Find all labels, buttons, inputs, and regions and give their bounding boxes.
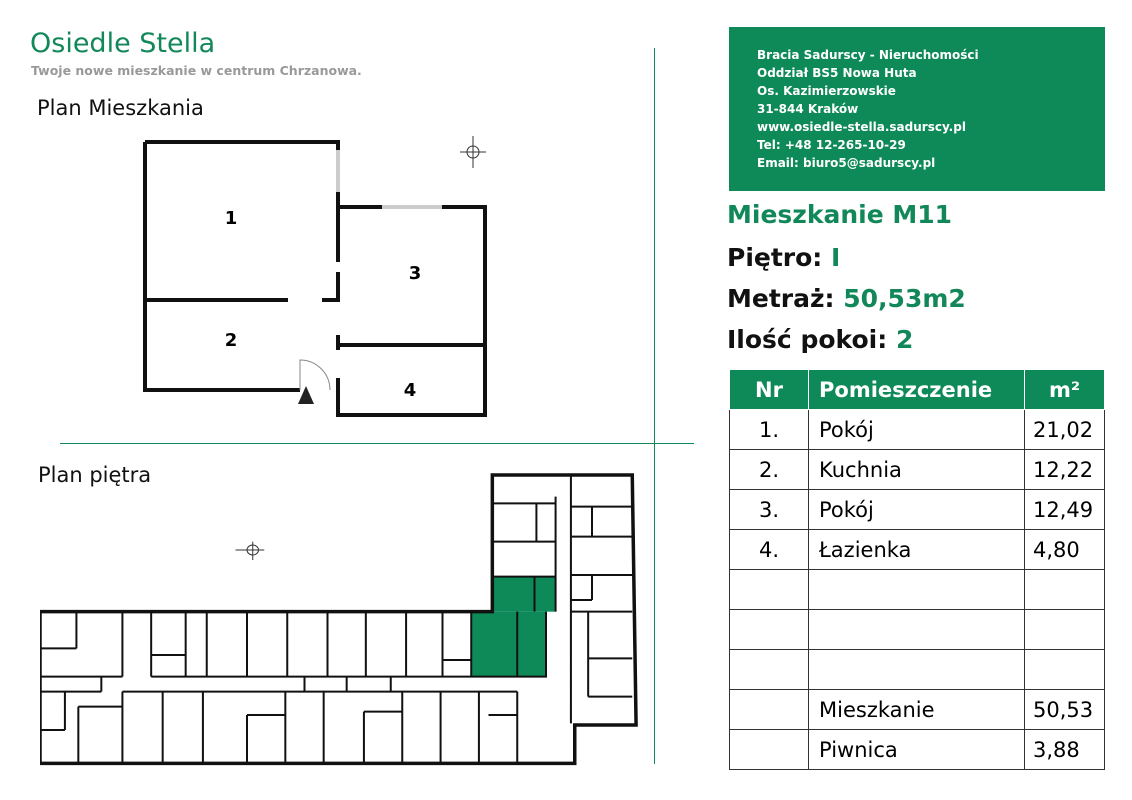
cell-nr [729,649,809,690]
company-name: Bracia Sadurscy - Nieruchomości [757,48,979,62]
room-number-4: 4 [404,380,417,401]
email-link[interactable]: Email: biuro5@sadurscy.pl [757,156,936,170]
phone: Tel: +48 12-265-10-29 [757,138,906,152]
cell-name: Kuchnia [808,449,1025,490]
room-number-3: 3 [409,263,422,284]
cell-nr [729,689,809,730]
rooms-label: Ilość pokoi: [727,325,888,354]
compass-icon [236,542,265,560]
contact-box: Bracia Sadurscy - Nieruchomości Oddział … [729,27,1105,191]
cell-name: Łazienka [808,529,1025,570]
area-value: 50,53m2 [843,284,966,313]
site-title: Osiedle Stella [30,28,216,59]
cell-name: Mieszkanie [808,689,1025,730]
floor-plan [40,470,638,770]
cell-name: Pokój [808,409,1025,450]
cell-nr [729,609,809,650]
floor-value: I [831,243,841,272]
cell-name: Pokój [808,489,1025,530]
cell-nr: 2. [729,449,809,490]
cell-name [808,649,1025,690]
cell-val [1024,569,1105,610]
cell-val: 21,02 [1024,409,1105,450]
cell-val: 12,49 [1024,489,1105,530]
floor-label: Piętro: [727,243,823,272]
cell-name [808,569,1025,610]
highlighted-apartment [471,576,556,677]
header-room: Pomieszczenie [808,369,1025,410]
address-street: Os. Kazimierzowskie [757,84,896,98]
cell-val: 12,22 [1024,449,1105,490]
cell-nr [729,569,809,610]
cell-nr: 3. [729,489,809,530]
cell-nr: 1. [729,409,809,450]
entrance-arrow-icon [298,386,314,404]
room-number-2: 2 [225,330,238,351]
header-area: m² [1024,369,1105,410]
floor-info: Piętro: I [727,243,840,272]
rooms-info: Ilość pokoi: 2 [727,325,913,354]
cell-nr [729,729,809,770]
area-label: Metraż: [727,284,835,313]
cell-name [808,609,1025,650]
area-info: Metraż: 50,53m2 [727,284,966,313]
cell-val: 3,88 [1024,729,1105,770]
table-row [729,649,1105,690]
divider-horizontal [60,443,694,444]
divider-vertical [654,48,655,764]
rooms-value: 2 [895,325,914,354]
cell-name: Piwnica [808,729,1025,770]
branch: Oddział BS5 Nowa Huta [757,66,917,80]
room-number-1: 1 [225,208,238,229]
website-link[interactable]: www.osiedle-stella.sadurscy.pl [757,120,966,134]
cell-val [1024,609,1105,650]
floor-plan-title: Plan piętra [38,463,152,487]
cell-val: 50,53 [1024,689,1105,730]
header-nr: Nr [729,369,809,410]
table-row [729,609,1105,650]
site-subtitle: Twoje nowe mieszkanie w centrum Chrzanow… [31,63,362,78]
apartment-name: Mieszkanie M11 [727,200,953,229]
cell-val: 4,80 [1024,529,1105,570]
apartment-plan-title: Plan Mieszkania [37,96,204,120]
address-city: 31-844 Kraków [757,102,859,116]
cell-val [1024,649,1105,690]
table-row [729,569,1105,610]
cell-nr: 4. [729,529,809,570]
apartment-plan: 1 2 3 4 [143,136,487,417]
compass-icon [460,136,486,168]
